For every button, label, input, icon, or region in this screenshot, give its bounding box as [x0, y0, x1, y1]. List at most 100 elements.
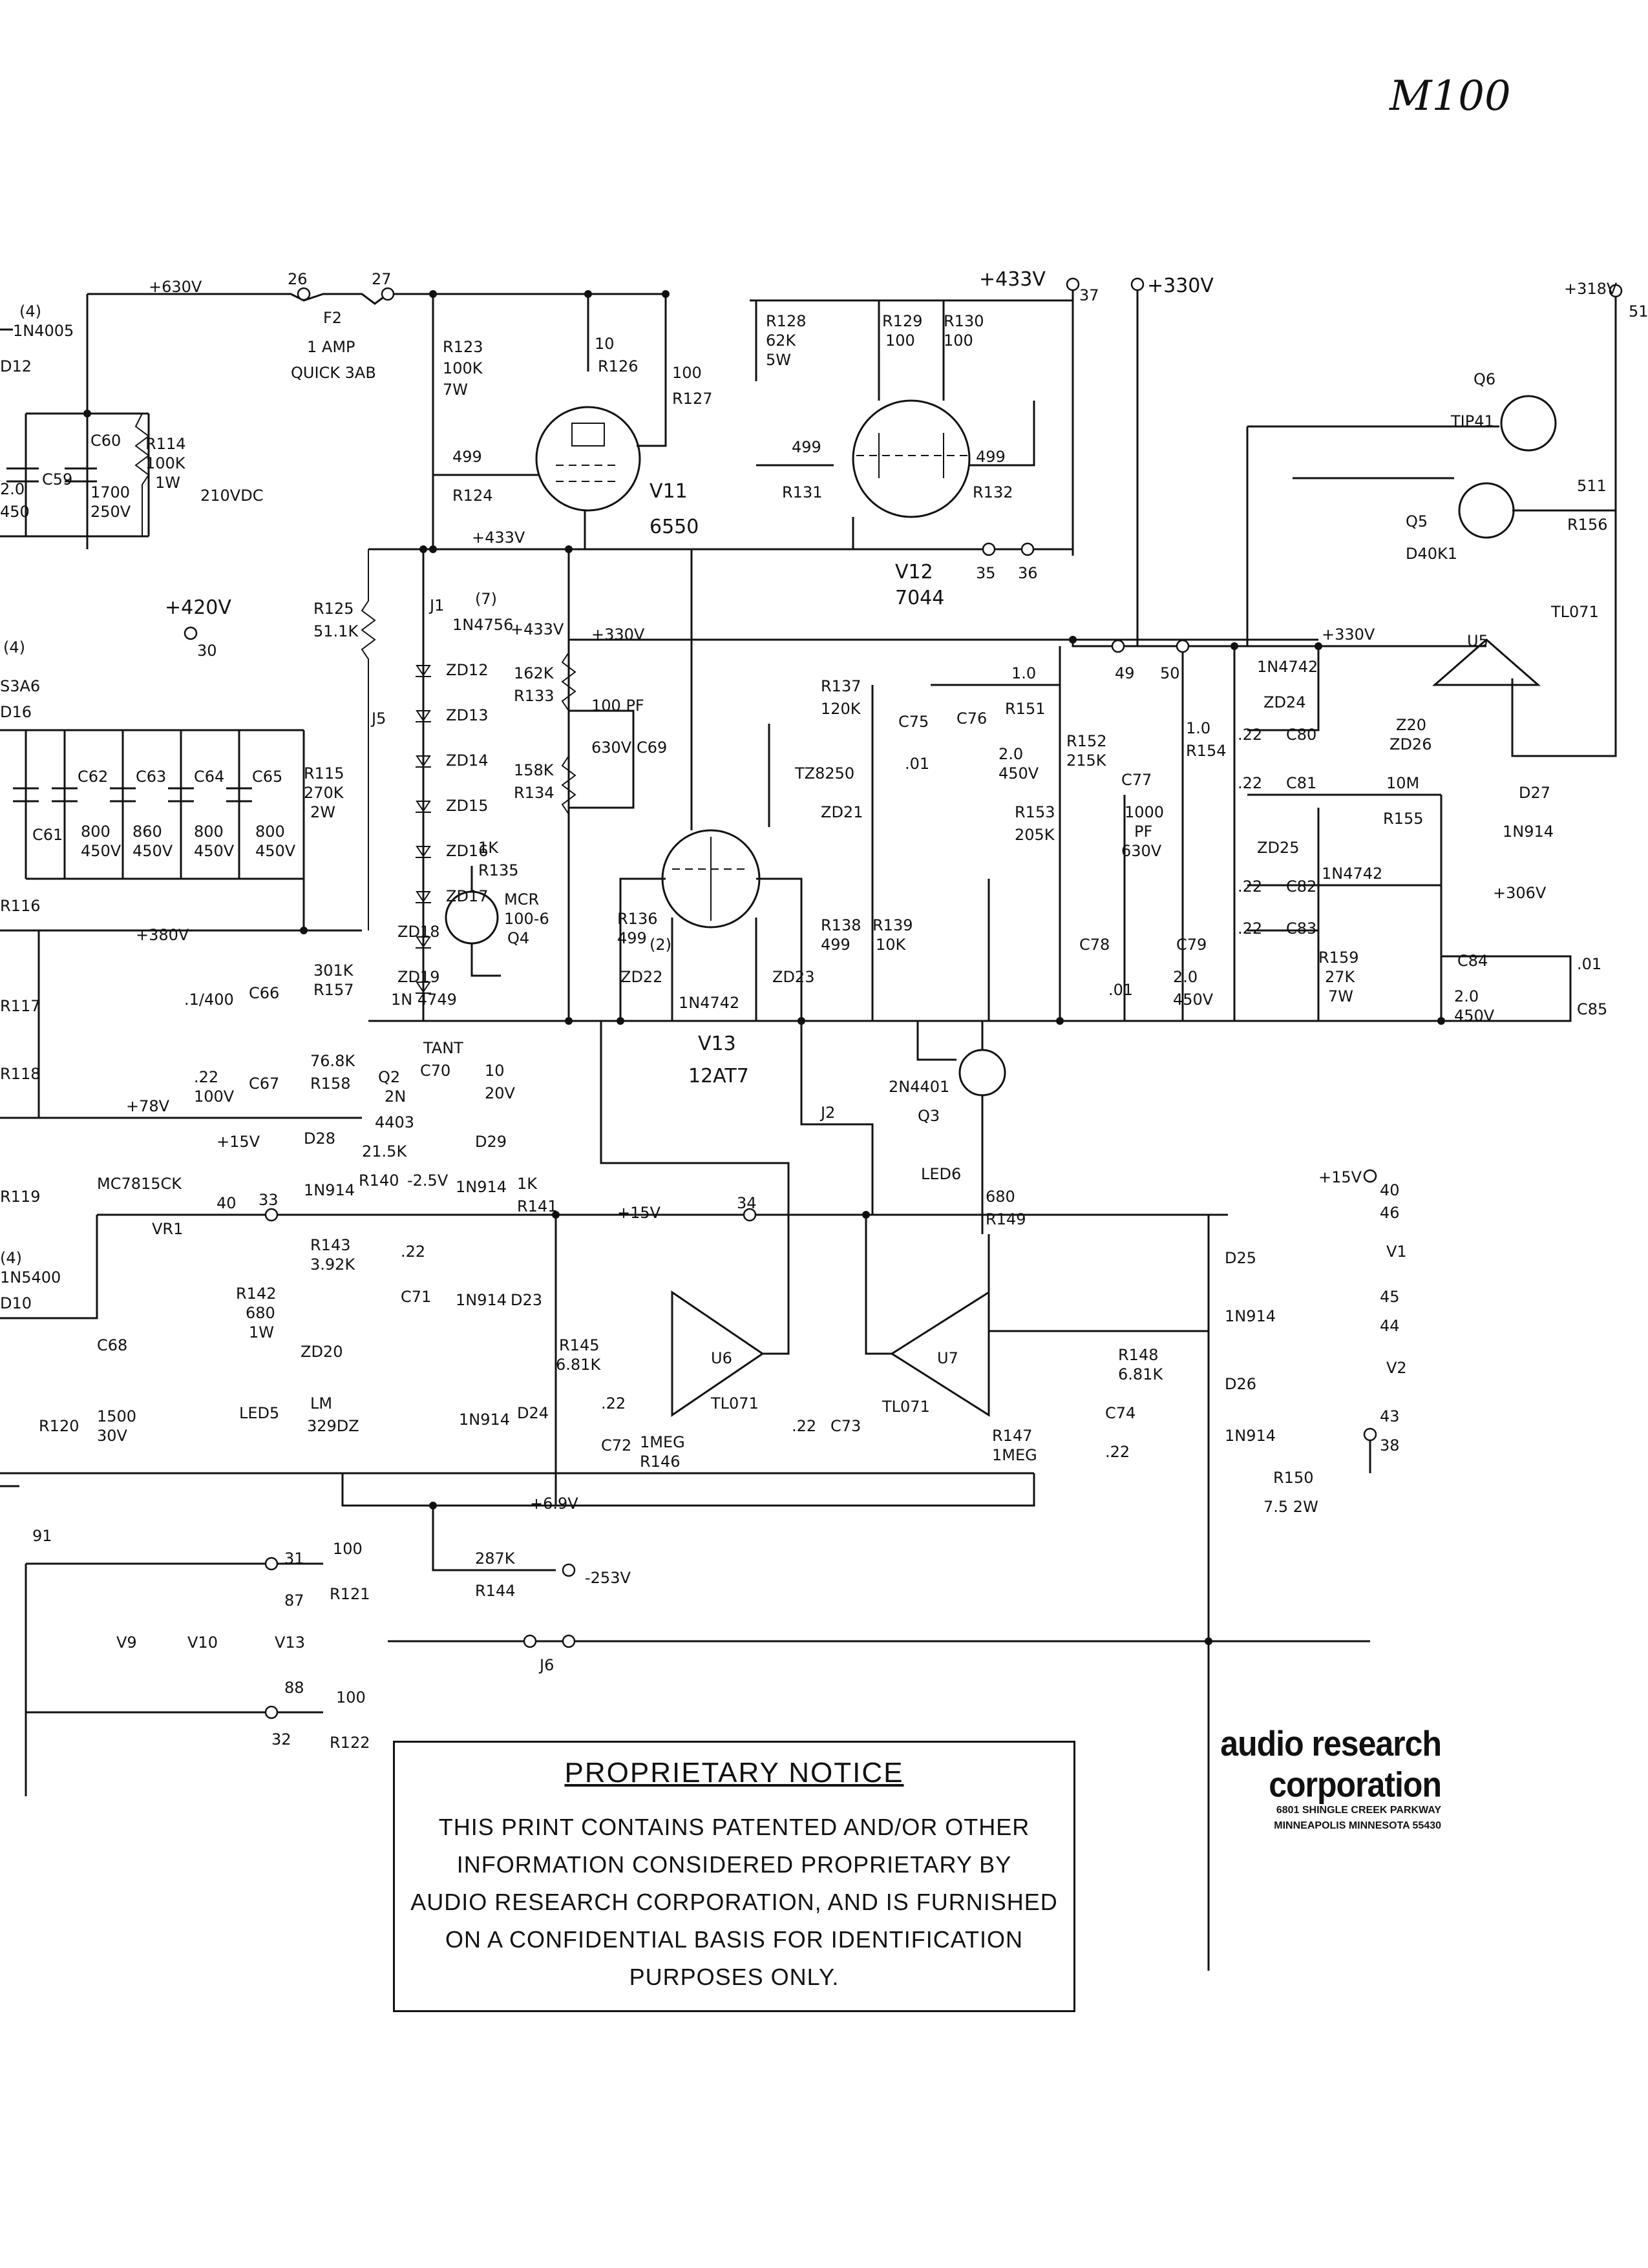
rail-plus630-label: +630V [149, 278, 202, 296]
r136-value: 499 [617, 929, 647, 947]
r143-value: 3.92K [310, 1255, 355, 1274]
vr1-ref: VR1 [152, 1220, 183, 1238]
c70-ref: C70 [420, 1062, 450, 1080]
q2-ref: Q2 [378, 1068, 400, 1086]
zener-1n4749-label: 1N 4749 [391, 991, 457, 1009]
u7-opamp-body [890, 1290, 990, 1417]
r134-ref: R134 [514, 784, 554, 802]
r116-label: R116 [0, 897, 40, 915]
v13-ref: V13 [698, 1033, 736, 1055]
node-32-label: 32 [271, 1730, 291, 1748]
rail-330-right-label: +330V [1322, 625, 1375, 644]
d23-part: 1N914 [456, 1291, 507, 1309]
c72-value: .22 [601, 1394, 626, 1412]
q2-part-a: 2N [385, 1087, 406, 1106]
r145-ref: R145 [559, 1336, 599, 1354]
r135-ref: R135 [478, 861, 518, 879]
r138-value: 499 [821, 936, 850, 954]
r149-value: 680 [986, 1188, 1015, 1206]
zd17-label: ZD17 [446, 887, 488, 905]
c85-value: .01 [1577, 955, 1601, 973]
r130-ref: R130 [944, 312, 984, 330]
led5-label: LED5 [239, 1404, 279, 1422]
c74-ref: C74 [1105, 1404, 1136, 1422]
rail-minus253-label: -253V [585, 1569, 631, 1587]
c80-value: .22 [1238, 726, 1262, 744]
r146-ref: R146 [640, 1453, 680, 1471]
node-26-label: 26 [288, 270, 308, 288]
zd26-z20: Z20 [1396, 716, 1426, 734]
diode-1n4005-label: 1N4005 [13, 322, 74, 340]
r131-ref: R131 [782, 483, 822, 501]
c68-ref: C68 [97, 1336, 127, 1354]
r159-ref: R159 [1318, 949, 1358, 967]
node-36-label: 36 [1018, 564, 1038, 582]
c75-value: .01 [905, 755, 929, 773]
r147-value: 1MEG [992, 1446, 1037, 1464]
vr1-part: MC7815CK [97, 1175, 182, 1193]
r153-value: 205K [1015, 826, 1055, 844]
node-49-label: 49 [1115, 664, 1135, 682]
notice-line: PURPOSES ONLY. [629, 1964, 840, 1990]
c59-ref: C59 [42, 470, 72, 488]
node-30-label: 30 [197, 642, 217, 660]
c68-value: 1500 [97, 1407, 136, 1425]
meter-v10-label: V10 [187, 1633, 218, 1652]
zd21-label: ZD21 [821, 803, 863, 821]
c84-voltage: 450V [1454, 1007, 1495, 1025]
q5-ref: Q5 [1406, 512, 1428, 530]
rail-330-mid-label: +330V [591, 625, 645, 644]
fuse-rating: 1 AMP [307, 338, 355, 356]
j2-label: J2 [819, 1104, 835, 1122]
u6-ref: U6 [711, 1349, 732, 1367]
c81-ref: C81 [1286, 774, 1316, 792]
r150-ref: R150 [1273, 1469, 1313, 1487]
v12-type: 7044 [895, 587, 944, 609]
r155-value: 10M [1386, 774, 1419, 792]
r149-ref: R149 [986, 1210, 1026, 1228]
c82-value: .22 [1238, 877, 1262, 896]
r130-value: 100 [944, 331, 973, 350]
c60-voltage: 250V [90, 503, 131, 521]
d25-part: 1N914 [1225, 1307, 1276, 1325]
diode-s3a6-count: (4) [3, 638, 25, 656]
c77-pf: PF [1134, 823, 1152, 841]
mcr-part: 100-6 [504, 910, 549, 928]
r154-value: 1.0 [1186, 719, 1210, 737]
company-block: audio research corporation 6801 SHINGLE … [1060, 1723, 1442, 1832]
c64-voltage: 450V [194, 842, 235, 860]
rail-minus2-5-label: -2.5V [407, 1171, 449, 1190]
c83-value: .22 [1238, 919, 1262, 938]
d23-ref: D23 [511, 1291, 542, 1309]
c69-value: 100 PF [591, 697, 644, 715]
r137-ref: R137 [821, 677, 861, 695]
node-88-label: 88 [284, 1679, 304, 1697]
c65-ref: C65 [252, 768, 282, 786]
r120-label: R120 [39, 1417, 79, 1435]
diode-d16-label: D16 [0, 703, 32, 721]
r128-ref: R128 [766, 312, 806, 330]
rail-plus15-right-label: +15V [1318, 1168, 1362, 1186]
r122-value: 100 [336, 1688, 366, 1706]
zd20-lm: LM [310, 1394, 332, 1412]
d27-ref: D27 [1519, 784, 1550, 802]
r139-ref: R139 [872, 916, 913, 934]
c79-voltage: 450V [1173, 991, 1214, 1009]
r152-ref: R152 [1066, 732, 1106, 750]
notice-line: THIS PRINT CONTAINS PATENTED AND/OR OTHE… [438, 1814, 1030, 1840]
fuse-ref: F2 [323, 309, 342, 327]
r142-power: 1W [249, 1323, 274, 1341]
c67-value: .22 [194, 1068, 218, 1086]
rail-plus318-label: +318V [1564, 280, 1618, 298]
r147-ref: R147 [992, 1427, 1032, 1445]
c78-ref: C78 [1079, 936, 1110, 954]
r129-ref: R129 [882, 312, 922, 330]
zd25-part: 1N4742 [1322, 865, 1382, 883]
r136-ref: R136 [617, 910, 657, 928]
company-address-line2: MINNEAPOLIS MINNESOTA 55430 [1274, 1820, 1441, 1831]
r145-value: 6.81K [556, 1356, 601, 1374]
c65-voltage: 450V [255, 842, 296, 860]
r142-ref: R142 [236, 1285, 276, 1303]
node-31-label: 31 [284, 1549, 304, 1568]
d26-part: 1N914 [1225, 1427, 1276, 1445]
